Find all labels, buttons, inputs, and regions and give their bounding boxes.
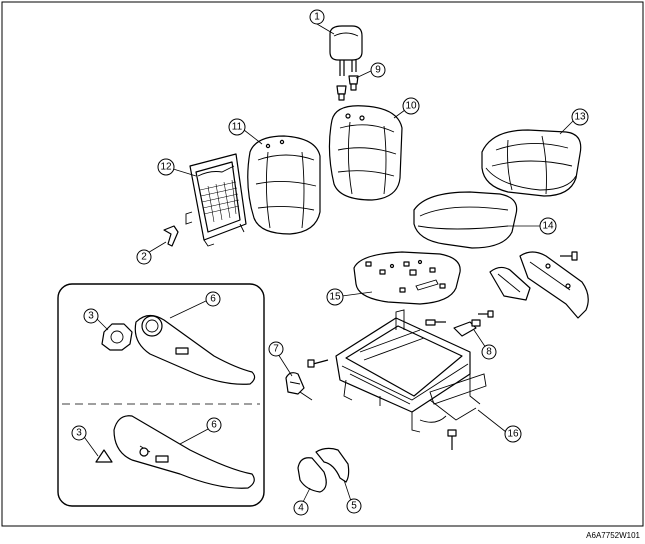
callout-9: 9	[370, 62, 386, 78]
knob-cap	[95, 449, 113, 463]
headrest	[329, 25, 363, 76]
knob-cover	[297, 457, 327, 493]
recliner-cover-bottom	[113, 415, 255, 489]
svg-text:13: 13	[574, 112, 586, 123]
callout-15: 15	[326, 288, 344, 306]
seatback-trim	[247, 135, 321, 235]
seatbelt-buckle	[453, 310, 494, 337]
headrest-guides	[336, 75, 359, 101]
svg-text:15: 15	[329, 292, 341, 303]
leader-lines	[81, 23, 575, 505]
callout-11: 11	[228, 118, 246, 136]
callout-3a: 3	[83, 308, 99, 324]
seat-pan	[353, 251, 461, 305]
svg-text:6: 6	[211, 420, 217, 431]
callout-6a: 6	[205, 291, 221, 307]
side-cover-small	[285, 372, 313, 401]
svg-text:3: 3	[76, 428, 82, 439]
svg-text:2: 2	[141, 252, 147, 263]
seatback-cushion	[328, 105, 403, 201]
callout-6b: 6	[206, 417, 222, 433]
svg-text:16: 16	[507, 429, 519, 440]
reference-code: A6A7752W101	[586, 531, 640, 540]
bolt	[425, 319, 446, 326]
callout-7: 7	[268, 341, 284, 357]
callout-8: 8	[481, 344, 497, 360]
svg-text:5: 5	[351, 501, 357, 512]
side-cover-right	[489, 251, 589, 319]
callout-14: 14	[539, 217, 557, 235]
svg-text:12: 12	[160, 162, 172, 173]
svg-text:6: 6	[210, 294, 216, 305]
svg-text:11: 11	[232, 122, 243, 133]
seat-slide-frame	[307, 309, 487, 450]
callout-5: 5	[346, 498, 362, 514]
recliner-cover-top	[134, 314, 256, 385]
callout-13: 13	[571, 108, 589, 126]
svg-text:4: 4	[298, 503, 304, 514]
recliner-knob	[101, 323, 133, 351]
svg-text:10: 10	[405, 101, 417, 112]
callout-12: 12	[157, 158, 175, 176]
callout-2: 2	[136, 249, 152, 265]
callout-4: 4	[293, 500, 309, 516]
seat-cushion-trim	[481, 129, 582, 197]
callout-1: 1	[309, 9, 325, 25]
recliner-lever-small	[163, 225, 179, 247]
svg-text:7: 7	[273, 344, 279, 355]
svg-text:9: 9	[375, 65, 381, 76]
callout-3b: 3	[71, 425, 87, 441]
cover-lever	[315, 447, 350, 483]
seat-cushion-pad	[413, 191, 518, 249]
diagram-frame	[1, 1, 644, 527]
svg-text:1: 1	[314, 12, 320, 23]
svg-text:14: 14	[542, 221, 554, 232]
svg-text:8: 8	[486, 347, 492, 358]
seatback-frame	[185, 153, 247, 247]
detail-inset-frame	[57, 283, 265, 507]
svg-text:3: 3	[88, 311, 94, 322]
callout-16: 16	[504, 425, 522, 443]
callout-10: 10	[402, 97, 420, 115]
